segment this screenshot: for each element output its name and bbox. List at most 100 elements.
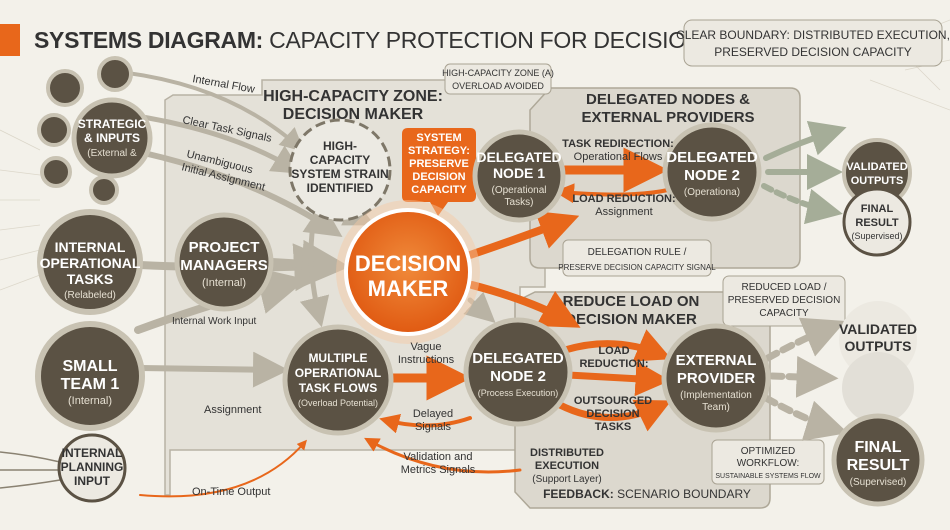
- node-small-team-sub: (Internal): [68, 395, 112, 407]
- node-strategic: [71, 97, 153, 179]
- label-outsourced-line2: DECISION: [586, 408, 639, 420]
- node-internal-ops-line2: OPERATIONAL: [40, 255, 141, 271]
- callout-delegation-rule-line1: DELEGATION RULE /: [588, 247, 687, 258]
- node-final-right-line1: FINAL: [854, 439, 901, 456]
- node-validated-right-line2: OUTPUTS: [845, 338, 912, 354]
- node-strain: [288, 118, 392, 222]
- node-final-top-line1: FINAL: [861, 203, 894, 215]
- callout-zone-a-line1: HIGH-CAPACITY ZONE (A): [442, 68, 554, 78]
- node-delegated2-top: [662, 122, 762, 222]
- arrow-load-reduction-top: [554, 183, 670, 204]
- label-validation-line2: Metrics Signals: [401, 464, 476, 476]
- callout-reduced-load-line3: CAPACITY: [759, 308, 809, 319]
- callout-optimized-line1: OPTIMIZED: [741, 446, 795, 457]
- title-block: SYSTEMS DIAGRAM: CAPACITY PROTECTION FOR…: [0, 20, 804, 60]
- node-delegated1-line1: DELEGATED: [476, 149, 561, 165]
- callout-top-right-line2: PRESERVED DECISION CAPACITY: [714, 45, 912, 59]
- arrow-pm-to-dm: [268, 239, 350, 288]
- node-internal-planning-line3: INPUT: [74, 474, 111, 488]
- arrow-validation-back: [364, 437, 522, 474]
- callout-zone-a: [444, 63, 552, 95]
- label-operational-flows: Operational Flows: [574, 151, 663, 163]
- node-internal-planning-line2: PLANNING: [61, 460, 124, 474]
- label-vague-line1: Vague: [411, 341, 442, 353]
- callout-top-right: [683, 19, 943, 67]
- label-outsourced-line1: OUTSOURCED: [574, 395, 652, 407]
- node-internal-ops-sub: (Relabeled): [64, 290, 116, 301]
- node-delegated2-top-line2: NODE 2: [684, 167, 740, 184]
- strategy-line5: CAPACITY: [411, 184, 467, 196]
- node-final-right-sub: (Supervised): [850, 477, 907, 488]
- node-strain-line1: HIGH-: [323, 139, 357, 153]
- node-strain-line3: SYSTEM STRAIN: [291, 167, 388, 181]
- callout-reduced-load-line1: REDUCED LOAD /: [741, 282, 826, 293]
- feedback-prefix: FEEDBACK:: [543, 487, 614, 501]
- callout-zone-a-line2: OVERLOAD AVOIDED: [452, 81, 544, 91]
- title-accent-bar: [0, 24, 20, 56]
- arrow-node2-to-ext-upper: [561, 329, 672, 362]
- arrow-node2-to-ext-lower: [556, 399, 672, 432]
- node-small-team-line1: SMALL: [62, 358, 117, 375]
- arrow-strain-down: [299, 212, 330, 328]
- node-final-right-line2: RESULT: [847, 457, 910, 474]
- zone-feedback-label: FEEDBACK: SCENARIO BOUNDARY: [543, 487, 751, 501]
- callout-reduced-load: [722, 275, 846, 327]
- node-small-team-line2: TEAM 1: [61, 376, 120, 393]
- arrow-dm-to-reduce: [468, 281, 581, 328]
- feedback-rest: SCENARIO BOUNDARY: [617, 487, 751, 501]
- node-multiple-flows: [282, 324, 394, 436]
- node-internal-planning-line1: INTERNAL: [62, 446, 123, 460]
- node-internal-planning: [57, 433, 127, 503]
- node-external-provider: [661, 323, 771, 433]
- label-load-reduction-mid-line2: REDUCTION:: [579, 358, 648, 370]
- orange-flow-arrows: [139, 147, 672, 498]
- strategy-line3: PRESERVE: [409, 158, 469, 170]
- node-small-team: [35, 321, 145, 431]
- arrow-internal-flow: [118, 70, 305, 153]
- dashed-output-arrows: [762, 317, 849, 441]
- arrow-delayed-back: [379, 413, 472, 434]
- node-multiple-flows-line2: OPERATIONAL: [295, 366, 381, 380]
- page-title: SYSTEMS DIAGRAM: CAPACITY PROTECTION FOR…: [34, 27, 804, 54]
- arrow-ext-to-blank: [768, 355, 839, 398]
- node-delegated1: [472, 129, 566, 223]
- label-assignment-top: Assignment: [595, 206, 652, 218]
- node-project-managers: [174, 212, 274, 312]
- node-multiple-flows-line3: TASK FLOWS: [299, 381, 377, 395]
- strategy-line1: SYSTEM: [416, 132, 461, 144]
- node-validated-right-line1: VALIDATED: [839, 321, 917, 337]
- node-multiple-flows-sub: (Overload Potential): [298, 398, 378, 408]
- node-delegated2-top-sub: (Operationa): [684, 187, 740, 198]
- arrow-node2-to-ext-mid: [564, 361, 671, 397]
- label-validation-line1: Validation and: [404, 451, 473, 463]
- zone-delegated-heading-line2: EXTERNAL PROVIDERS: [581, 109, 754, 126]
- zone-reduce-load-heading-line1: REDUCE LOAD ON: [563, 293, 700, 310]
- node-delegated2-mid-line2: NODE 2: [490, 368, 546, 385]
- node-final-top-sub: (Supervised): [851, 231, 902, 241]
- callout-reduced-load-line2: PRESERVED DECISION: [728, 295, 841, 306]
- node-decision-maker-line1: DECISION: [355, 251, 461, 276]
- node-external-provider-sub2: Team): [702, 402, 730, 413]
- arrow-clear-task: [127, 112, 303, 174]
- arrow-dm-to-delegated1: [466, 211, 580, 259]
- node-strategic-sub: (External &: [87, 148, 137, 159]
- output-arrows: [761, 120, 847, 225]
- node-project-managers-sub: (Internal): [202, 277, 246, 289]
- arrow-ext-to-final: [762, 394, 849, 441]
- node-internal-ops: [37, 209, 143, 315]
- node-blank-output: [842, 352, 914, 424]
- node-delegated2-mid-line1: DELEGATED: [472, 350, 564, 367]
- node-strain-line2: CAPACITY: [310, 153, 370, 167]
- node-multiple-flows-line1: MULTIPLE: [308, 351, 367, 365]
- node-internal-ops-line3: TASKS: [67, 271, 113, 287]
- node-delegated1-sub1: (Operational: [491, 185, 546, 196]
- label-load-reduction-mid-line1: LOAD: [598, 345, 629, 357]
- arrow-ontime-output: [139, 439, 307, 498]
- strategy-line4: DECISION: [412, 171, 465, 183]
- node-strategic-line2: & INPUTS: [84, 131, 140, 145]
- node-external-provider-line2: PROVIDER: [677, 370, 756, 387]
- label-internal-work: Internal Work Input: [172, 316, 257, 327]
- decor-circle-4: [40, 156, 72, 188]
- node-final-top: [842, 187, 912, 257]
